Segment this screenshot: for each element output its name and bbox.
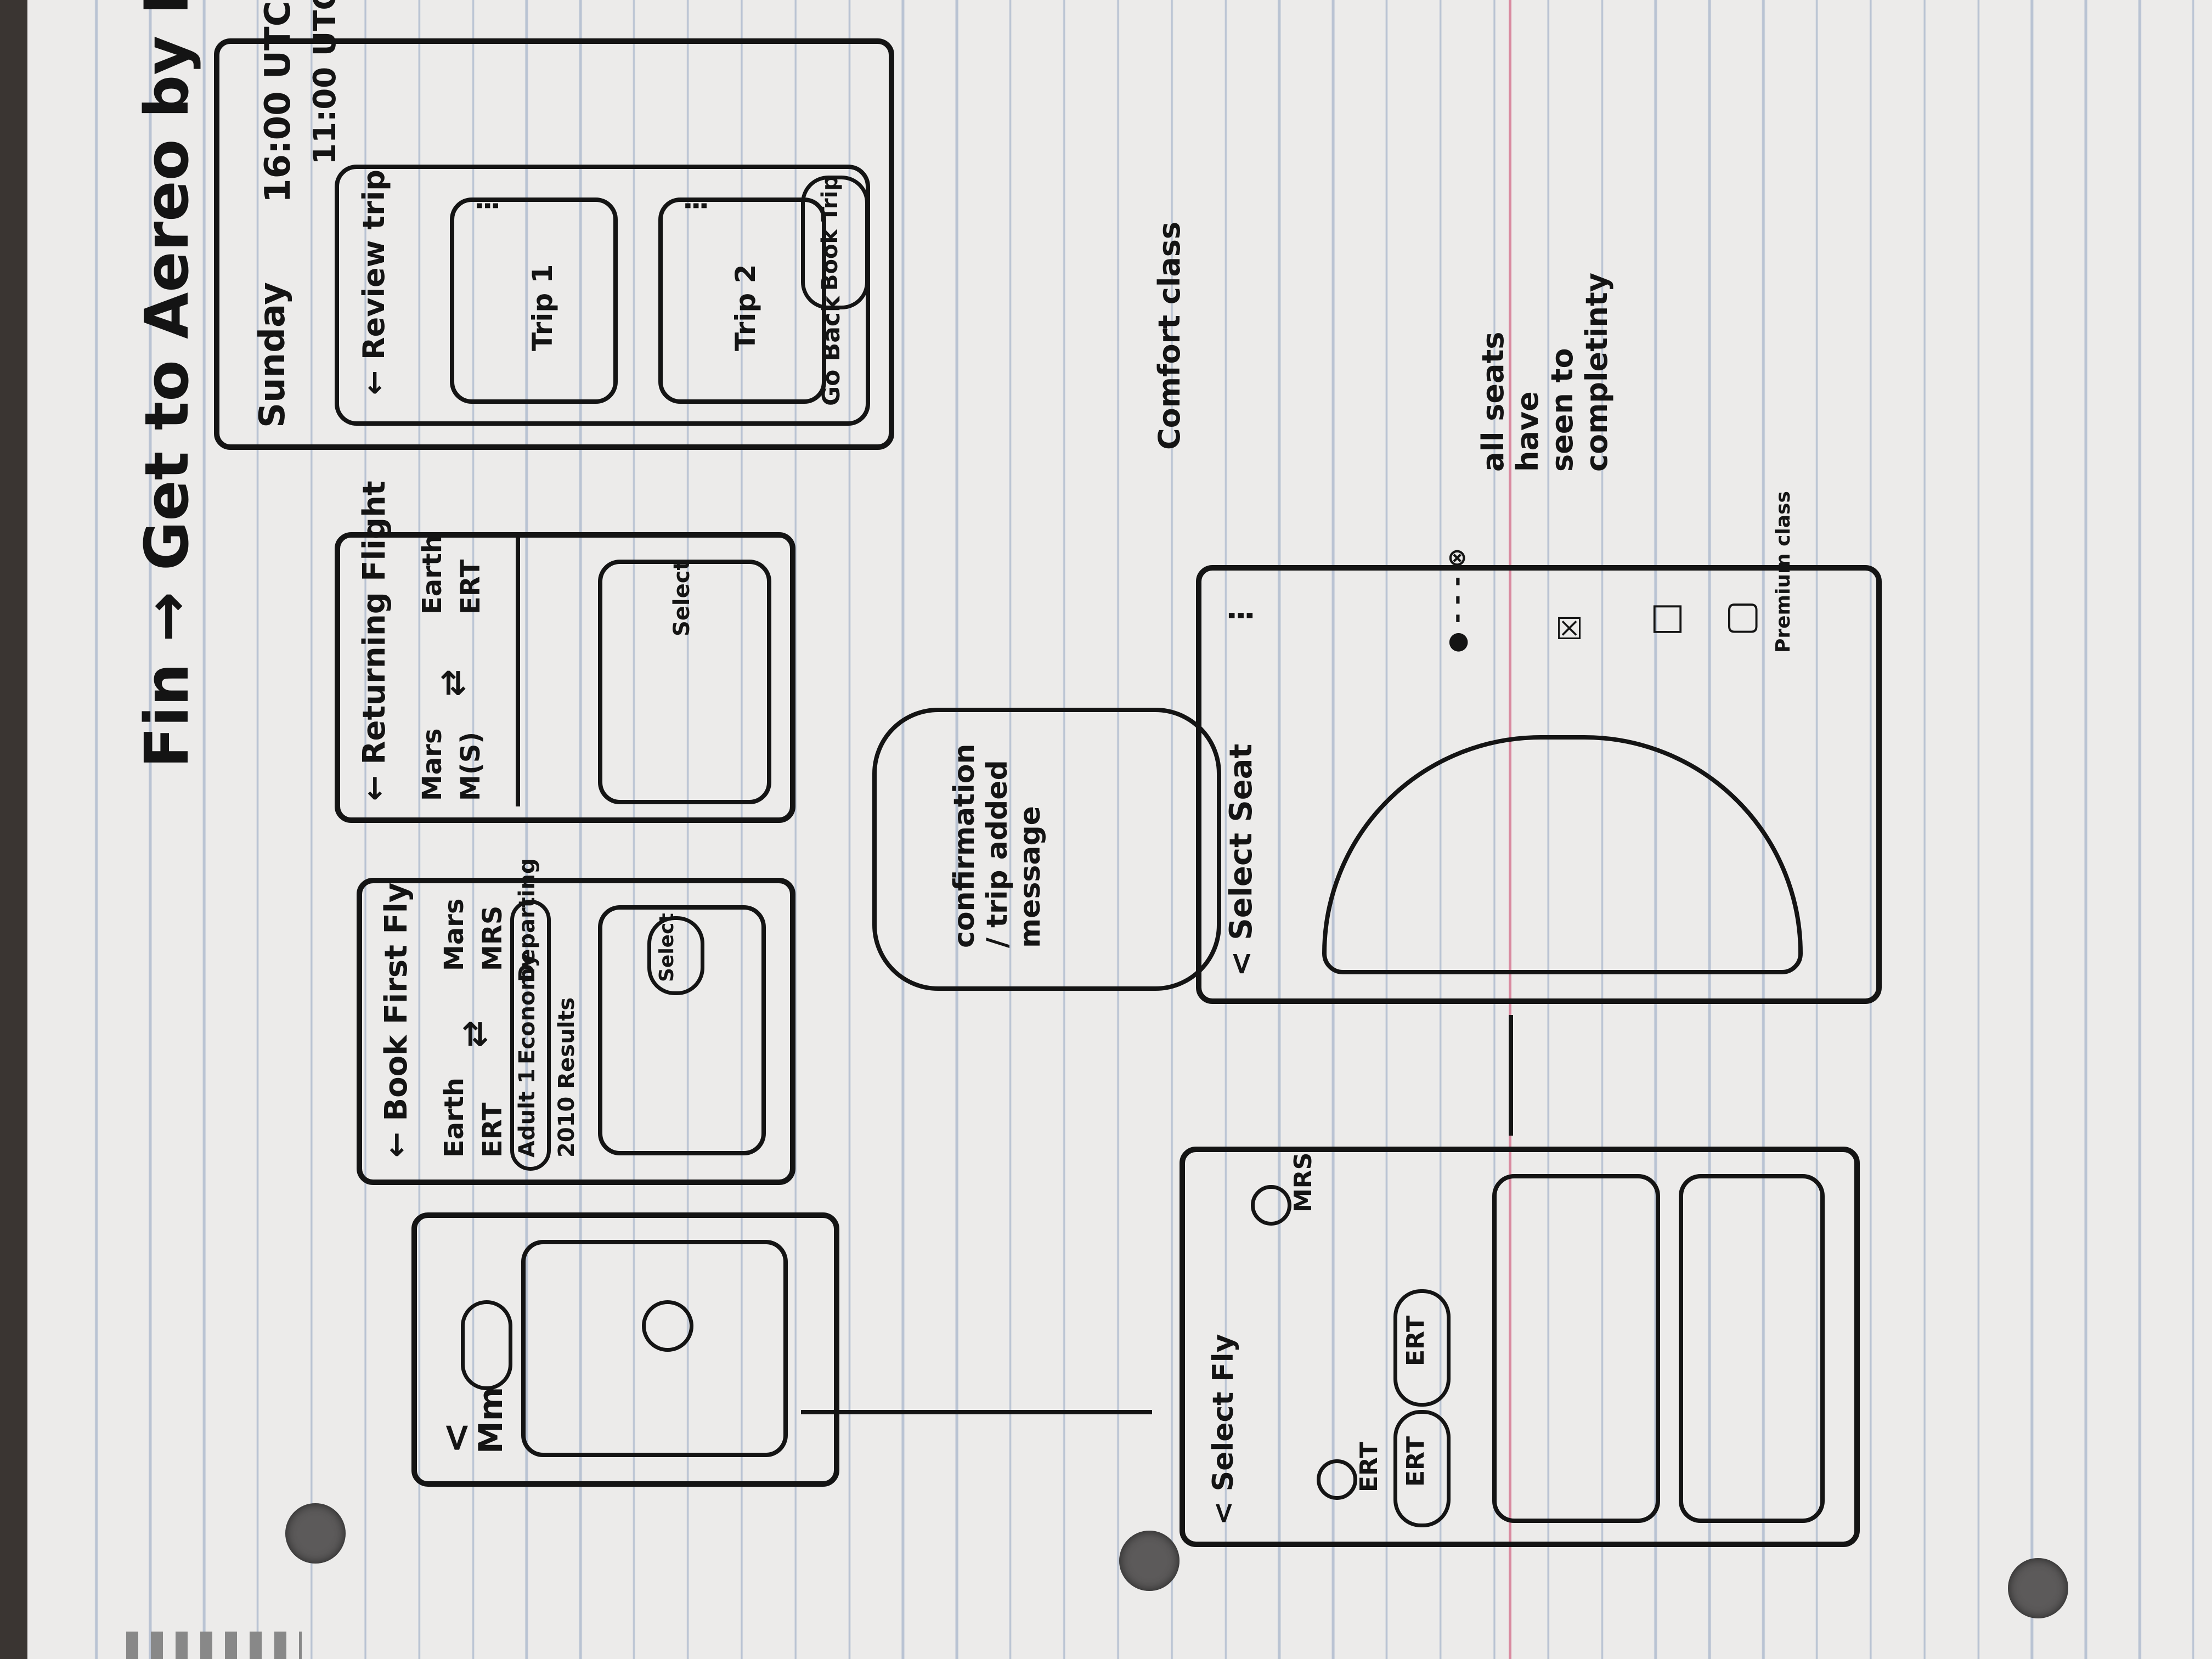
origin-code: ERT <box>1355 1442 1383 1492</box>
flight-chip-1-label: ERT <box>1402 1436 1430 1487</box>
note-comfort-class: Comfort class <box>1152 221 1187 450</box>
flight-result-card[interactable] <box>598 905 766 1155</box>
more-icon[interactable]: ⋮ <box>1223 600 1259 631</box>
date-label: Sunday <box>252 282 293 428</box>
select-seat-header: < Select Seat <box>1223 743 1259 977</box>
available-seat-icon: ☐ <box>1646 602 1691 636</box>
to-code: MRS <box>477 905 508 971</box>
trip-2-label: Trip 2 <box>730 264 761 351</box>
from-code: M(S) <box>455 731 486 801</box>
flight-option-card-2[interactable] <box>1679 1174 1825 1523</box>
premium-seat-icon: ▢ <box>1717 600 1762 636</box>
go-back-button[interactable]: Go Back <box>817 296 845 406</box>
binder-hole <box>285 1503 346 1564</box>
flight-chip-2-label: ERT <box>1402 1316 1430 1366</box>
select-button-label: Select <box>656 913 678 982</box>
notebook-page: Fin → Get to Aereo by Rene < Mm ← Book F… <box>27 0 2212 1659</box>
page-title: Fin → Get to Aereo by Rene <box>132 0 202 768</box>
to-city: Earth <box>417 534 448 614</box>
from-city: Mars <box>417 728 448 801</box>
return-flight-screen: ← Returning Flight Mars M(S) ⇄ Earth ERT… <box>335 481 795 823</box>
spiral-binding <box>126 1632 302 1659</box>
divider-line <box>801 1410 1152 1414</box>
flight-chip-2[interactable] <box>1393 1289 1451 1407</box>
passengers-label: Adult 1 <box>515 1068 540 1158</box>
flight-result-card[interactable] <box>598 560 771 804</box>
select-flight-screen: < Select Fly ERT MRS ERT ERT <box>1180 1147 1860 1547</box>
book-flight-screen: ← Book First Fly Earth ERT ⇄ Mars MRS Ad… <box>357 858 795 1185</box>
destination-field[interactable] <box>461 1300 512 1390</box>
review-panel <box>335 165 870 426</box>
select-label[interactable]: Select <box>669 560 695 636</box>
arrival-time: 11:00 UTC <box>307 0 343 165</box>
flight-option-card-1[interactable] <box>1492 1174 1660 1523</box>
results-count: 2010 Results <box>554 997 579 1158</box>
book-flight-header: ← Book First Fly <box>379 882 414 1158</box>
origin-marker[interactable] <box>1317 1459 1357 1500</box>
flight-chip-1[interactable] <box>1393 1410 1451 1527</box>
more-icon[interactable]: ⋮ <box>680 192 712 219</box>
swap-icon[interactable]: ⇄ <box>433 669 472 697</box>
book-trip-button[interactable] <box>801 176 869 309</box>
swap-icon[interactable]: ⇄ <box>455 1020 494 1048</box>
confirmation-text: confirmation / trip added message <box>948 743 1047 948</box>
destination-marker[interactable] <box>1251 1185 1291 1226</box>
header-divider <box>516 538 520 806</box>
from-code: ERT <box>477 1102 508 1158</box>
review-header: ← Review trip <box>357 170 391 395</box>
confirmation-message: confirmation / trip added message <box>872 708 1221 991</box>
selected-seat-icon: ☒ <box>1553 614 1588 642</box>
seat-map[interactable] <box>1322 735 1803 974</box>
premium-class-label: Premium class <box>1772 491 1795 653</box>
binder-hole <box>2008 1558 2068 1618</box>
binder-hole <box>1119 1531 1180 1591</box>
to-code: ERT <box>455 559 486 614</box>
from-city: Earth <box>439 1077 470 1158</box>
to-city: Mars <box>439 898 470 971</box>
destination-code: MRS <box>1289 1152 1317 1212</box>
select-seat-screen: < Select Seat ⋮ ● - - - ⊗ ☒ ☐ ▢ Premium … <box>1196 491 1882 1004</box>
trip-card-1[interactable] <box>450 198 618 404</box>
select-flight-header: < Select Fly <box>1207 1334 1240 1525</box>
map-screen: < Mm <box>411 1212 839 1487</box>
select-button[interactable] <box>647 916 704 995</box>
return-flight-header: ← Returning Flight <box>357 481 392 801</box>
search-icon[interactable] <box>642 1300 693 1352</box>
book-trip-label: Book Trip <box>817 175 843 291</box>
trip-1-label: Trip 1 <box>527 264 558 351</box>
date-label: Departing <box>515 858 540 982</box>
review-trip-screen: Sunday 16:00 UTC 11:00 UTC ← Review trip… <box>214 0 894 450</box>
note-seats: all seats have seen to completinty <box>1476 273 1614 472</box>
departure-time: 16:00 UTC <box>258 1 298 203</box>
map-area <box>521 1240 788 1457</box>
seat-legend: ● - - - ⊗ <box>1443 548 1471 653</box>
origin-field[interactable]: Mm <box>472 1386 510 1454</box>
more-icon[interactable]: ⋮ <box>472 192 504 219</box>
passenger-class-bar[interactable] <box>510 900 551 1171</box>
flow-arrow <box>1509 1015 1513 1136</box>
